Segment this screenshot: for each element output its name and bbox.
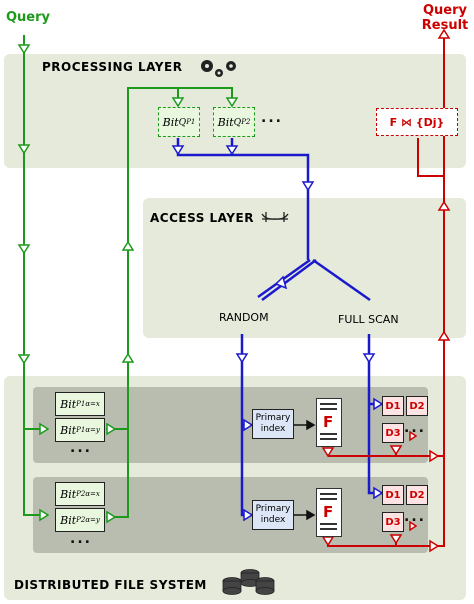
bitq-p2-sup: P2	[241, 118, 251, 126]
group1-bit-dots: ...	[70, 440, 92, 456]
bitq-p2-text: Bit	[217, 115, 234, 129]
f-document-2: F	[316, 488, 342, 537]
group2-bit-dots: ...	[70, 531, 92, 547]
bit-p2-x-text: Bit	[60, 487, 77, 501]
f-label-1: F	[323, 413, 334, 431]
blue-arrowheads	[171, 145, 384, 522]
gears-icon	[201, 60, 236, 77]
dfs-layer-label: DISTRIBUTED FILE SYSTEM	[14, 578, 207, 592]
bitq-p1-sup: P1	[186, 118, 196, 126]
random-label: RANDOM	[219, 311, 269, 324]
d3-box-2: D3	[382, 512, 404, 532]
access-layer-label: ACCESS LAYER	[150, 211, 254, 225]
d2-box-2: D2	[406, 485, 428, 505]
query-trunk	[23, 35, 46, 516]
query-result-title: Query Result	[418, 3, 472, 33]
bit-p1-y-text: Bit	[60, 423, 77, 437]
bit-p2-y-sub: α=y	[85, 516, 100, 524]
query-result-line-1: Query	[422, 3, 467, 18]
processing-dots: ...	[261, 110, 283, 126]
d1-box-2: D1	[382, 485, 404, 505]
f-label-2: F	[323, 503, 334, 521]
bit-p1-x-sub: α=x	[85, 400, 100, 408]
query-title: Query	[6, 10, 51, 25]
join-operator-box: F ⋈ {Dj}	[376, 108, 458, 136]
bit-p2-x-sup: P2	[76, 490, 86, 498]
group2-d-dots: ...	[404, 509, 426, 525]
bitq-p2-sub: Q	[233, 116, 242, 128]
primary-index-2: Primary index	[252, 500, 294, 530]
processing-layer-label: PROCESSING LAYER	[42, 60, 183, 74]
d2-box-1: D2	[406, 396, 428, 416]
bitq-p1-sub: Q	[178, 116, 187, 128]
full-scan-label: FULL SCAN	[338, 313, 399, 326]
bit-p1-y-sup: P1	[76, 426, 86, 434]
bit-p1-y-sub: α=y	[85, 426, 100, 434]
query-up	[106, 87, 233, 430]
bit-p1-x-text: Bit	[60, 397, 77, 411]
bit-p2-y-sup: P2	[76, 516, 86, 524]
primary-index-1: Primary index	[252, 409, 294, 439]
bit-p1-x-sup: P1	[76, 400, 86, 408]
fullscan-branch	[312, 258, 371, 302]
d1-box-1: D1	[382, 396, 404, 416]
group1-d-dots: ...	[404, 420, 426, 436]
f-document-1: F	[316, 398, 342, 447]
d3-box-1: D3	[382, 423, 404, 443]
database-icon	[222, 569, 275, 595]
query-up-2	[106, 429, 129, 518]
bitq-p1-text: Bit	[162, 115, 179, 129]
bit-p2-x-sub: α=x	[85, 490, 100, 498]
bit-p2-y-text: Bit	[60, 513, 77, 527]
green-arrowheads	[17, 44, 239, 524]
query-result-line-2: Result	[421, 18, 469, 33]
bridge-icon	[261, 212, 289, 222]
